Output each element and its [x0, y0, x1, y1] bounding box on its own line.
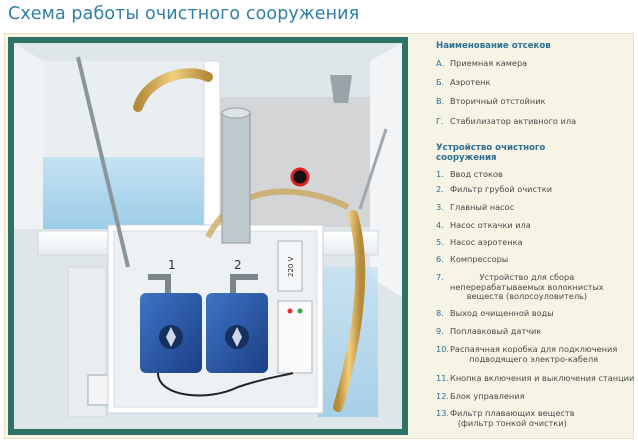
junction-box — [277, 240, 303, 292]
compartment-number: Б. — [436, 77, 445, 87]
device-item: 11.Кнопка включения и выключения станции — [436, 373, 635, 384]
device-item-label: Кнопка включения и выключения станции — [450, 373, 635, 384]
device-item-line: Фильтр плавающих веществ — [450, 408, 575, 418]
device-item-label: Компрессоры — [450, 254, 509, 265]
device-item-label: Фильтр плавающих веществ(фильтр тонкой о… — [450, 408, 575, 428]
voltage-label: 220 V — [287, 256, 295, 277]
device-item-line: Блок управления — [450, 391, 525, 401]
control-unit — [277, 300, 313, 374]
device-item-line: Компрессоры — [450, 254, 509, 264]
device-item: 8. Выход очищенной воды — [436, 308, 554, 319]
page-title: Схема работы очистного сооружения — [8, 4, 360, 24]
compartment-label: Вторичный отстойник — [450, 96, 546, 106]
device-item-label: Фильтр грубой очистки — [450, 184, 553, 195]
receiving-chamber-water — [43, 157, 213, 229]
device-item: 3. Главный насос — [436, 202, 515, 213]
device-item-label: Выход очищенной воды — [450, 308, 554, 319]
hair-trap-rod — [76, 56, 130, 268]
device-item-number: 8. — [436, 308, 444, 318]
pump-1-label: 1 — [168, 258, 176, 272]
compartment-label: Стабилизатор активного ила — [450, 116, 577, 126]
device-item-number: 1. — [436, 169, 444, 179]
device-item: 13.Фильтр плавающих веществ(фильтр тонко… — [436, 408, 575, 428]
probe-rod — [358, 128, 388, 210]
device-heading: Устройство очистного сооружения — [436, 143, 545, 163]
compartment-number: А. — [436, 58, 445, 68]
device-item: 1. Ввод стоков — [436, 169, 503, 180]
device-item: 6. Компрессоры — [436, 254, 509, 265]
device-item-line: Устройство для сбора — [479, 272, 575, 282]
compartment-item: А. Приемная камера — [436, 58, 528, 69]
device-item-label: Ввод стоков — [450, 169, 503, 180]
device-item-line: Главный насос — [450, 202, 515, 212]
device-item-label: Блок управления — [450, 391, 525, 402]
device-item-line: Ввод стоков — [450, 169, 503, 179]
device-item-line: подводящего электро-кабеля — [469, 353, 599, 364]
device-item-label: Поплавковый датчик — [450, 326, 542, 337]
stabilizer-water — [318, 267, 378, 417]
float-sensor — [87, 374, 109, 406]
device-item-line: Выход очищенной воды — [450, 308, 554, 318]
device-item-label: Насос откачки ила — [450, 220, 531, 231]
device-item-number: 3. — [436, 202, 444, 212]
compartment-item: Г. Стабилизатор активного ила — [436, 116, 577, 127]
device-item-number: 11. — [436, 373, 450, 383]
device-item-number: 6. — [436, 254, 444, 264]
main-pipe — [221, 112, 251, 244]
device-item-number: 2. — [436, 184, 444, 194]
compartment-label: Приемная камера — [450, 58, 528, 68]
device-item-number: 13. — [436, 408, 450, 418]
device-item-number: 7. — [436, 272, 444, 282]
device-item: 4. Насос откачки ила — [436, 220, 531, 231]
compartment-number: В. — [436, 96, 445, 106]
partition-wall — [203, 60, 221, 232]
device-item-line: Распаячная коробка для подключения — [450, 344, 618, 354]
device-item: 5. Насос аэротенка — [436, 237, 523, 248]
device-item-label: Насос аэротенка — [450, 237, 523, 248]
device-item-number: 9. — [436, 326, 444, 336]
device-item-line: Фильтр грубой очистки — [450, 184, 553, 194]
device-item-line: Насос откачки ила — [450, 220, 531, 230]
device-item-number: 4. — [436, 220, 444, 230]
compartment-label: Аэротенк — [450, 77, 491, 87]
device-item: 12.Блок управления — [436, 391, 525, 402]
device-item-number: 5. — [436, 237, 444, 247]
pump-2-label: 2 — [234, 258, 242, 272]
compartments-heading: Наименование отсеков — [436, 41, 551, 51]
device-item-line: (фильтр тонкой очистки) — [457, 417, 567, 428]
compartment-number: Г. — [436, 116, 444, 126]
outlet-nozzle — [330, 75, 352, 103]
device-item-line: Насос аэротенка — [450, 237, 523, 247]
device-item: 2. Фильтр грубой очистки — [436, 184, 553, 195]
device-item-line: неперерабатываемых волокнистых — [450, 281, 604, 292]
device-item-label: Главный насос — [450, 202, 515, 213]
compartment-item: В. Вторичный отстойник — [436, 96, 546, 107]
device-item-number: 10. — [436, 344, 450, 354]
device-item-line: веществ (волосоуловитель) — [466, 291, 588, 302]
device-heading-line-2: сооружения — [436, 153, 497, 163]
treatment-plant-illustration: 1 2 220 V — [8, 37, 408, 435]
device-heading-line-1: Устройство очистного — [436, 143, 546, 153]
hose-right — [333, 210, 366, 412]
device-item-number: 12. — [436, 391, 450, 401]
inlet-marker — [290, 167, 310, 187]
device-item-line: Кнопка включения и выключения станции — [450, 373, 635, 383]
compartment-item: Б. Аэротенк — [436, 77, 491, 88]
device-item-line: Поплавковый датчик — [450, 326, 542, 336]
device-item: 9. Поплавковый датчик — [436, 326, 542, 337]
